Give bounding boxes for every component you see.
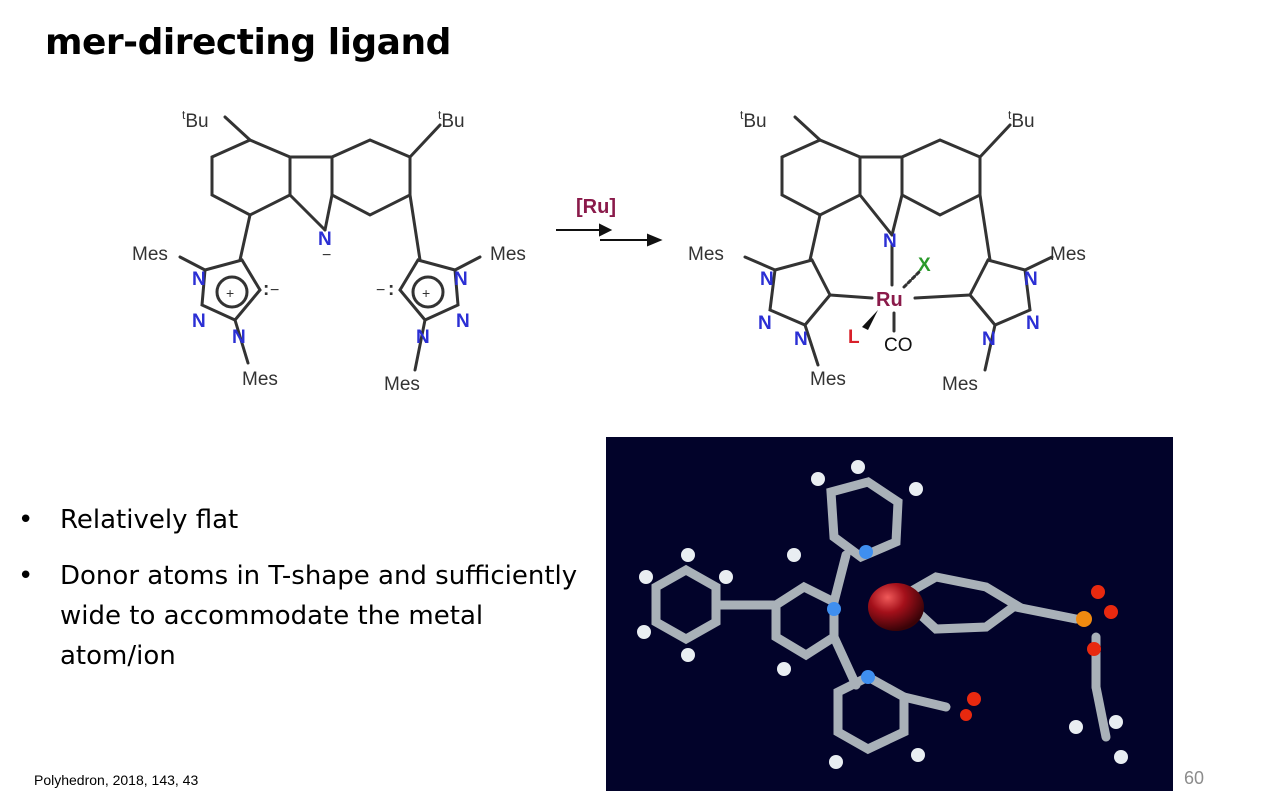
ru-atom: [868, 583, 924, 631]
svg-text:N: N: [192, 311, 206, 332]
tbu-label-1: Bu: [185, 111, 208, 132]
svg-text:+: +: [422, 285, 430, 301]
svg-text:N: N: [456, 311, 470, 332]
x-ligand: X: [918, 255, 931, 276]
citation: Polyhedron, 2018, 143, 43: [34, 772, 199, 788]
svg-text::: :: [388, 279, 394, 300]
svg-text:Mes: Mes: [384, 374, 420, 395]
svg-text:−: −: [270, 282, 279, 299]
tbu-prefix-1: t: [182, 108, 186, 122]
bullet-item: • Donor atoms in T-shape and sufficientl…: [18, 556, 578, 676]
page-number: 60: [1184, 768, 1205, 788]
svg-text:−: −: [376, 282, 385, 299]
mes-label-1: Mes: [132, 244, 168, 265]
slide-title: mer-directing ligand: [45, 22, 451, 63]
svg-text:Mes: Mes: [242, 369, 278, 390]
bullet-dot: •: [18, 505, 34, 535]
svg-text:Mes: Mes: [942, 374, 978, 395]
carbazole-n: N: [318, 229, 332, 250]
left-ring-b: [330, 138, 412, 217]
svg-text::: :: [263, 279, 269, 300]
svg-text:N: N: [883, 231, 897, 252]
svg-text:tBu: tBu: [1008, 108, 1035, 132]
svg-text:tBu: tBu: [182, 108, 209, 132]
svg-text:Mes: Mes: [1050, 244, 1086, 265]
bullet-item: • Relatively flat: [18, 500, 578, 540]
svg-text:N: N: [758, 313, 772, 334]
svg-text:N: N: [416, 327, 430, 348]
svg-text:+: +: [226, 285, 234, 301]
crystal-structure-image: [606, 437, 1173, 791]
svg-text:Mes: Mes: [810, 369, 846, 390]
co-ligand: CO: [884, 335, 913, 356]
svg-text:Mes: Mes: [688, 244, 724, 265]
svg-text:Mes: Mes: [490, 244, 526, 265]
svg-text:N: N: [192, 269, 206, 290]
svg-text:N: N: [794, 329, 808, 350]
svg-text:N: N: [1026, 313, 1040, 334]
svg-text:N: N: [982, 329, 996, 350]
crystal-structure-render: [637, 460, 1128, 769]
bullet-text: Relatively flat: [60, 505, 239, 535]
reaction-scheme: tBu tBu N − Mes Mes Mes Mes N N N + : − …: [132, 108, 1086, 395]
left-ring-a: [210, 138, 292, 217]
l-ligand: L: [848, 327, 860, 348]
svg-text:tBu: tBu: [438, 108, 465, 132]
ru-center: Ru: [876, 289, 903, 311]
reagent-label: [Ru]: [576, 196, 616, 218]
svg-text:N: N: [454, 269, 468, 290]
bullet-text: Donor atoms in T-shape and sufficiently …: [60, 561, 578, 671]
svg-text:N: N: [232, 327, 246, 348]
bullet-list: • Relatively flat • Donor atoms in T-sha…: [18, 500, 578, 692]
svg-text:N: N: [760, 269, 774, 290]
svg-text:−: −: [322, 247, 331, 264]
svg-text:N: N: [1024, 269, 1038, 290]
bullet-dot: •: [18, 561, 34, 591]
svg-text:tBu: tBu: [740, 108, 767, 132]
